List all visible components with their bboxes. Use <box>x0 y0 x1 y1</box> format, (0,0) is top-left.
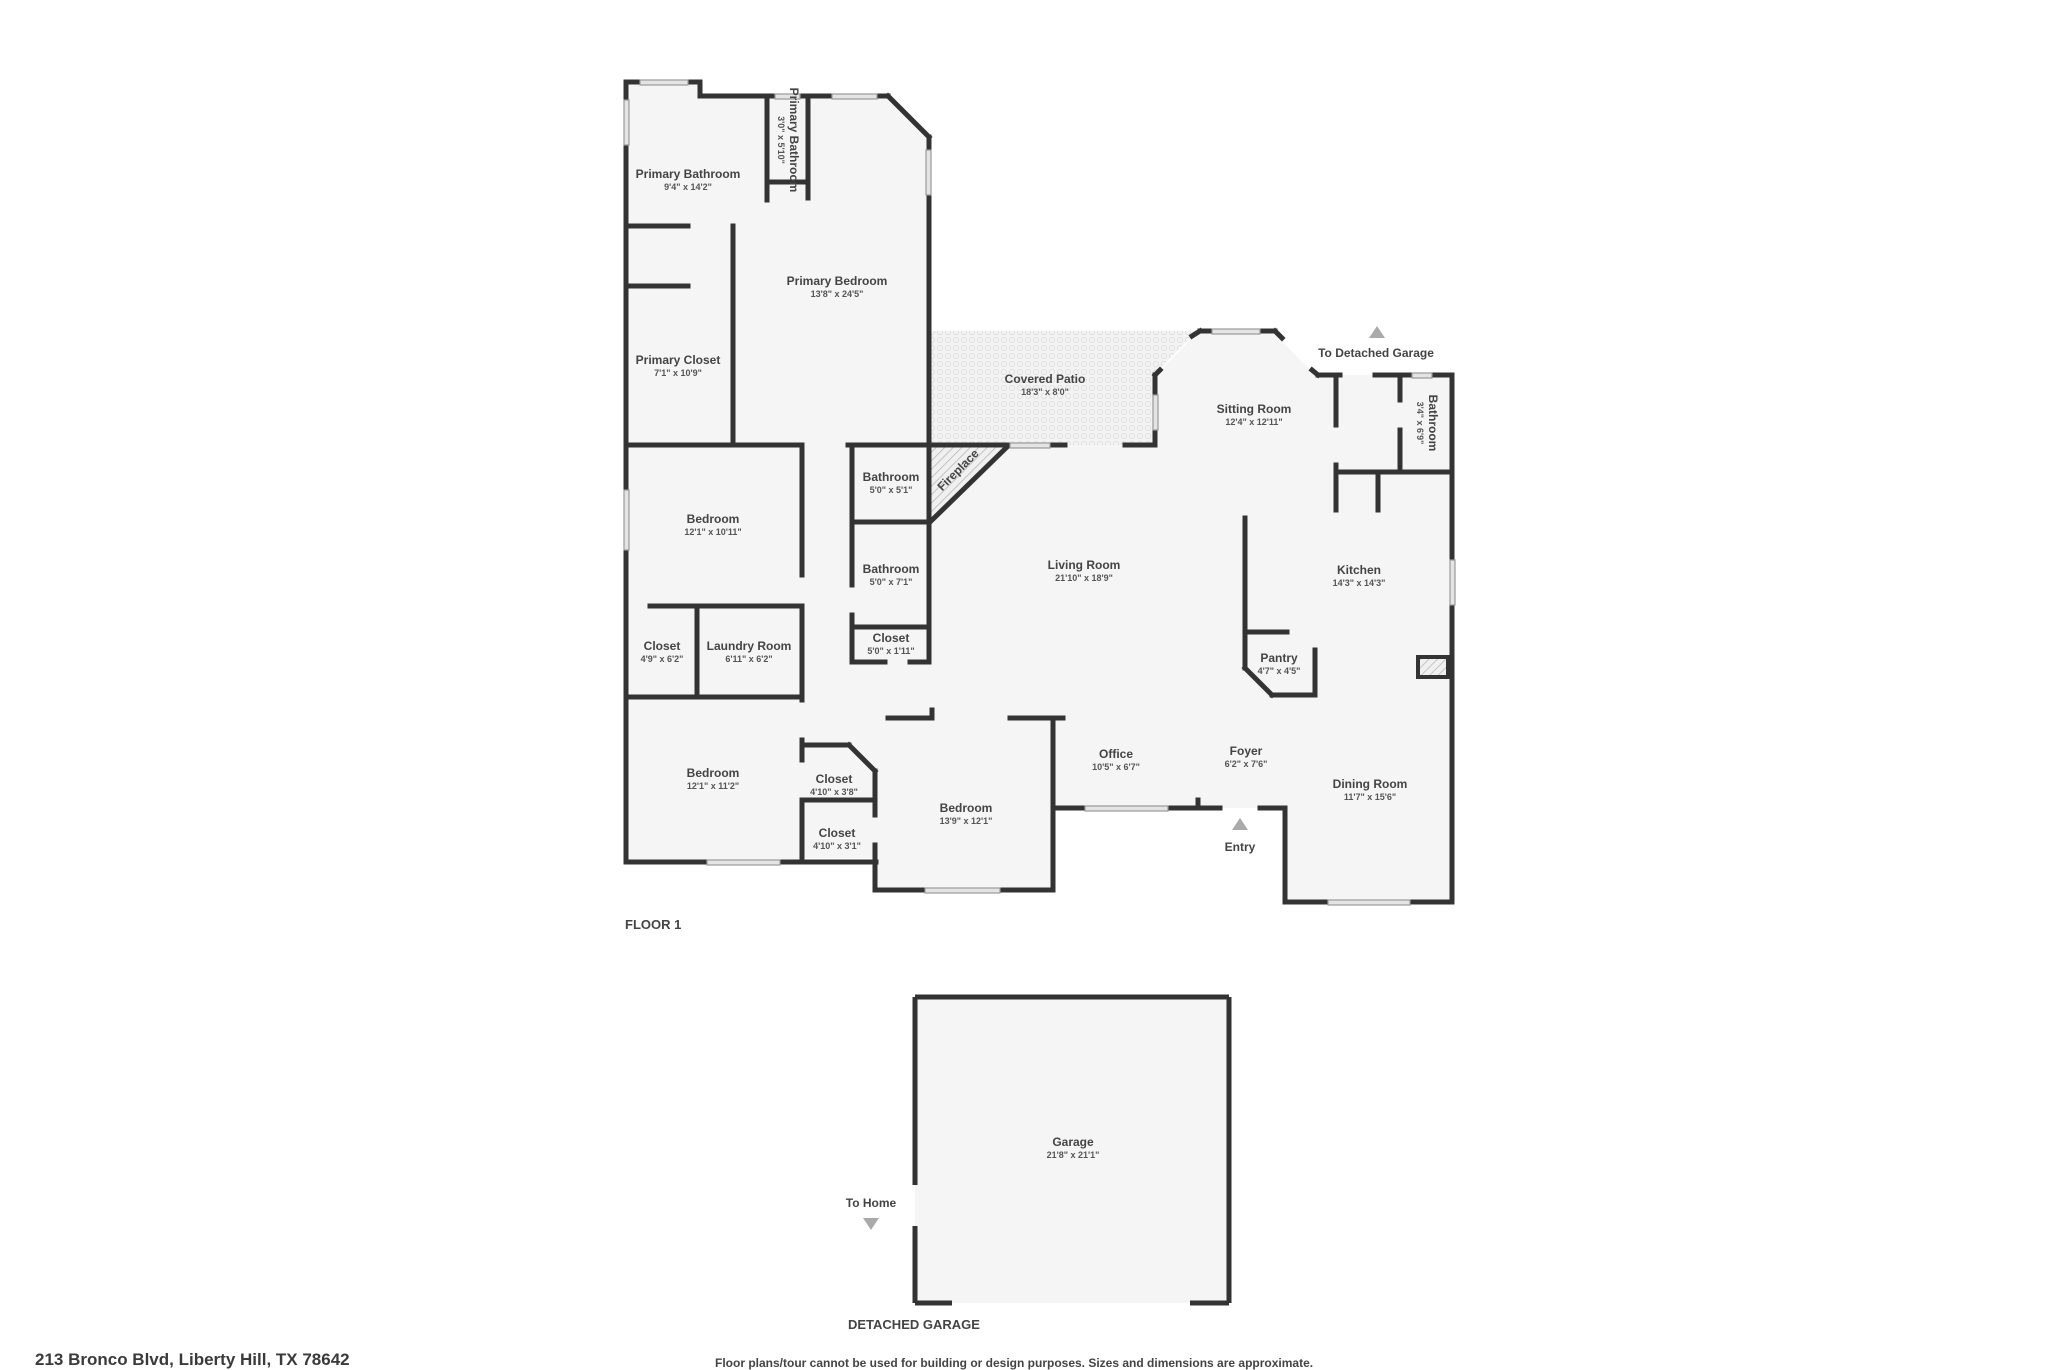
room-dimensions: 4'10" x 3'8" <box>810 787 858 797</box>
floor-1-label: FLOOR 1 <box>625 917 682 932</box>
room-closet-hall: Closet 5'0" x 1'11" <box>867 631 914 657</box>
property-address: 213 Bronco Blvd, Liberty Hill, TX 78642 <box>35 1350 350 1369</box>
room-name: Covered Patio <box>1004 372 1086 386</box>
room-name: Living Room <box>1047 558 1121 572</box>
room-primary-closet: Primary Closet 7'1" x 10'9" <box>636 353 721 379</box>
room-name: Closet <box>872 631 910 645</box>
room-closet-small-2: Closet 4'10" x 3'1" <box>813 826 861 852</box>
entry-label: Entry <box>1224 840 1256 854</box>
room-name: Closet <box>815 772 853 786</box>
room-name: Garage <box>1052 1135 1094 1149</box>
windows <box>623 79 1456 906</box>
room-laundry-room: Laundry Room 6'11" x 6'2" <box>707 639 792 665</box>
room-dimensions: 12'1" x 10'11" <box>684 527 742 537</box>
room-name: Bathroom <box>1426 394 1440 452</box>
to-detached-garage-label: To Detached Garage <box>1318 346 1434 360</box>
room-dimensions: 12'1" x 11'2" <box>686 781 740 791</box>
room-dimensions: 13'8" x 24'5" <box>810 289 864 299</box>
room-bathroom-sitting: Bathroom 3'4" x 6'9" <box>1414 395 1440 452</box>
room-name: Closet <box>643 639 681 653</box>
room-name: Foyer <box>1229 744 1263 758</box>
room-dimensions: 12'4" x 12'11" <box>1225 417 1283 427</box>
room-name: Bedroom <box>686 512 740 526</box>
room-foyer: Foyer 6'2" x 7'6" <box>1225 744 1268 770</box>
room-name: Primary Closet <box>635 353 721 367</box>
room-name: Primary Bathroom <box>787 87 801 193</box>
room-bedroom-southwest: Bedroom 12'1" x 11'2" <box>687 766 740 792</box>
room-name: Primary Bathroom <box>635 167 741 181</box>
room-garage: Garage 21'8" x 21'1" <box>1047 1135 1100 1161</box>
room-dimensions: 21'8" x 21'1" <box>1046 1150 1100 1160</box>
to-home-label: To Home <box>845 1196 897 1210</box>
room-dimensions: 13'9" x 12'1" <box>939 816 993 826</box>
room-primary-bathroom-small: Primary Bathroom 3'0" x 5'10" <box>775 88 801 193</box>
room-name: Bathroom <box>862 470 920 484</box>
room-primary-bathroom: Primary Bathroom 9'4" x 14'2" <box>636 167 741 193</box>
room-closet-small-1: Closet 4'10" x 3'8" <box>810 772 858 798</box>
room-dimensions: 5'0" x 1'11" <box>867 646 915 656</box>
room-bathroom-2: Bathroom 5'0" x 7'1" <box>863 562 920 588</box>
room-dimensions: 4'9" x 6'2" <box>640 654 684 664</box>
room-dimensions: 21'10" x 18'9" <box>1055 573 1113 583</box>
room-dimensions: 5'0" x 7'1" <box>869 577 913 587</box>
room-kitchen: Kitchen 14'3" x 14'3" <box>1333 563 1386 589</box>
detached-garage-label: DETACHED GARAGE <box>848 1317 980 1332</box>
to-detached-garage-arrow-icon <box>1369 326 1385 338</box>
room-dimensions: 9'4" x 14'2" <box>664 182 712 192</box>
room-primary-bedroom: Primary Bedroom 13'8" x 24'5" <box>787 274 888 300</box>
garage-floor <box>915 997 1229 1303</box>
room-sitting-room: Sitting Room 12'4" x 12'11" <box>1217 402 1292 428</box>
room-bedroom-north: Bedroom 12'1" x 10'11" <box>684 512 741 538</box>
room-bathroom-1: Bathroom 5'0" x 5'1" <box>863 470 920 496</box>
room-bedroom-southeast: Bedroom 13'9" x 12'1" <box>940 801 993 827</box>
room-dimensions: 4'7" x 4'5" <box>1257 666 1301 676</box>
entry-arrow-icon <box>1232 818 1248 830</box>
room-dining-room: Dining Room 11'7" x 15'6" <box>1333 777 1408 803</box>
room-covered-patio: Covered Patio 18'3" x 8'0" <box>1005 372 1086 398</box>
room-name: Laundry Room <box>706 639 792 653</box>
room-name: Bedroom <box>686 766 740 780</box>
room-dimensions: 10'5" x 6'7" <box>1092 762 1140 772</box>
room-name: Pantry <box>1260 651 1298 665</box>
room-dimensions: 5'0" x 5'1" <box>869 485 913 495</box>
kitchen-chimney-hatch <box>1418 657 1446 675</box>
room-closet-laundry-side: Closet 4'9" x 6'2" <box>641 639 684 665</box>
room-name: Closet <box>818 826 856 840</box>
room-name: Dining Room <box>1332 777 1408 791</box>
room-name: Primary Bedroom <box>786 274 888 288</box>
garage-walls <box>912 994 1232 1306</box>
room-name: Kitchen <box>1336 563 1382 577</box>
to-home-arrow-icon <box>863 1218 879 1230</box>
room-dimensions: 6'11" x 6'2" <box>725 654 773 664</box>
room-dimensions: 6'2" x 7'6" <box>1224 759 1268 769</box>
room-name: Bedroom <box>939 801 993 815</box>
room-dimensions: 7'1" x 10'9" <box>654 368 702 378</box>
room-living-room: Living Room 21'10" x 18'9" <box>1048 558 1121 584</box>
room-name: Bathroom <box>862 562 920 576</box>
room-dimensions: 11'7" x 15'6" <box>1343 792 1397 802</box>
floor-1-fills <box>626 82 1450 902</box>
room-dimensions: 14'3" x 14'3" <box>1332 578 1386 588</box>
covered-patio-floor <box>931 331 1197 445</box>
room-name: Sitting Room <box>1216 402 1292 416</box>
room-dimensions: 4'10" x 3'1" <box>813 841 861 851</box>
room-dimensions: 3'0" x 5'10" <box>776 116 786 164</box>
room-pantry: Pantry 4'7" x 4'5" <box>1258 651 1301 677</box>
room-dimensions: 3'4" x 6'9" <box>1415 401 1425 445</box>
room-dimensions: 18'3" x 8'0" <box>1021 387 1069 397</box>
disclaimer: Floor plans/tour cannot be used for buil… <box>715 1356 1314 1370</box>
room-name: Office <box>1098 747 1134 761</box>
room-office: Office 10'5" x 6'7" <box>1092 747 1140 773</box>
